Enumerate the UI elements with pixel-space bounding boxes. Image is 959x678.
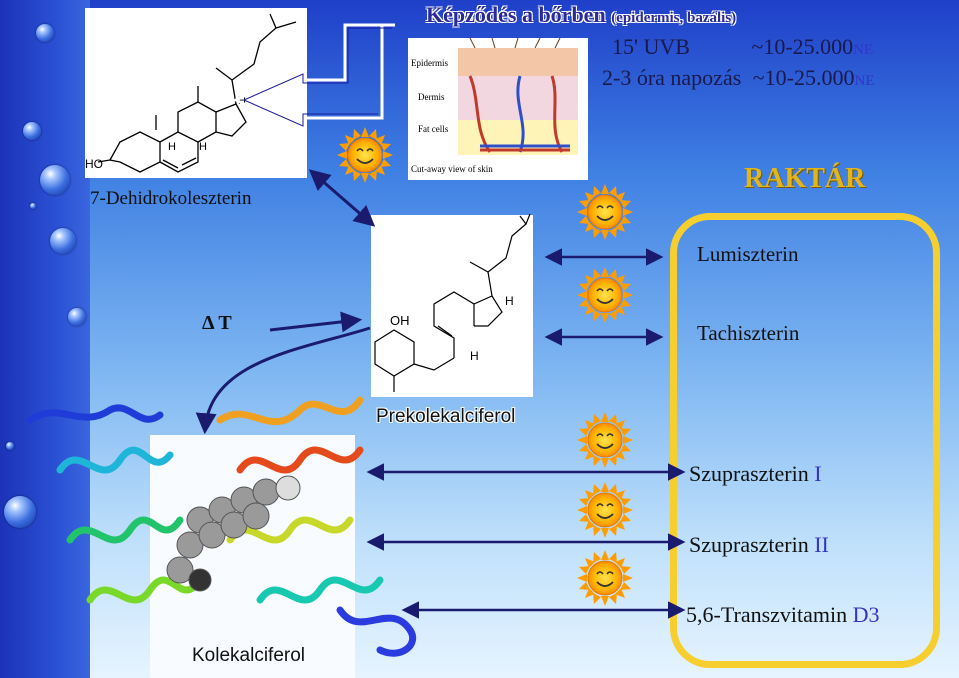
- structure-7dhc: [97, 13, 297, 173]
- product-tachi: Tachiszterin: [697, 321, 800, 345]
- label-kolekalciferol: Kolekalciferol: [192, 645, 305, 666]
- h-pre-1: H: [470, 349, 479, 363]
- panel-pre: [371, 215, 533, 397]
- label-delta-t: Δ T: [202, 312, 232, 334]
- skin-caption: Cut-away view of skin: [411, 164, 493, 174]
- structure-pre: [374, 213, 531, 392]
- label-7dhc: 7-Dehidrokoleszterin: [90, 188, 252, 209]
- arrow-delta-to-pre: [269, 311, 363, 333]
- skin-illustration: [458, 37, 578, 155]
- h-7dhc-3: H: [238, 95, 246, 107]
- sun-unit: NE: [854, 73, 875, 89]
- sun-icon-4: [576, 411, 634, 469]
- supra2-num: II: [814, 532, 829, 557]
- sun-label: 2-3 óra napozás: [602, 65, 742, 90]
- bubble-7: [4, 496, 36, 528]
- h-pre-2: H: [505, 294, 514, 308]
- sun-value: ~10-25.000: [752, 65, 855, 90]
- skin-label-dermis: Dermis: [418, 92, 445, 102]
- bubble-1: [36, 24, 54, 42]
- uvb-label: 15' UVB: [612, 34, 690, 59]
- oh-label: OH: [390, 313, 410, 328]
- product-supra1: Szupraszterin I: [689, 461, 822, 487]
- bubble-3: [40, 165, 70, 195]
- uvb-unit: NE: [853, 42, 874, 58]
- bubble-4: [30, 203, 36, 209]
- protein-ribbon: [26, 396, 417, 657]
- supra1-num: I: [814, 461, 822, 486]
- h-7dhc-2: H: [199, 141, 207, 153]
- sun-icon-3: [576, 266, 634, 324]
- bubble-6: [68, 308, 86, 326]
- trans-d3: D3: [852, 602, 880, 627]
- uvb-value: ~10-25.000: [751, 34, 854, 59]
- ligand-spacefill: [166, 475, 301, 592]
- left-band: [0, 0, 90, 678]
- supra2-name: Szupraszterin: [689, 532, 809, 557]
- sun-icon-2: [576, 183, 634, 241]
- bubble-8: [6, 442, 14, 450]
- bubble-5: [50, 228, 76, 254]
- product-trans: 5,6-Transzvitamin D3: [686, 602, 880, 628]
- big-arrow-skin-to-7dhc: [232, 23, 395, 135]
- sun-line: 2-3 óra napozás ~10-25.000NE: [602, 65, 875, 91]
- label-pre: Prekolekalciferol: [376, 406, 516, 427]
- title-sub: (epidermis, bazális): [611, 10, 737, 26]
- supra1-name: Szupraszterin: [689, 461, 809, 486]
- trans-name: 5,6-Transzvitamin: [686, 602, 848, 627]
- title-main: Képződés a bőrben: [426, 2, 606, 27]
- product-lumi: Lumiszterin: [697, 242, 799, 266]
- skin-label-epidermis: Epidermis: [411, 58, 448, 68]
- h-7dhc-1: H: [168, 141, 176, 153]
- bubble-2: [23, 122, 41, 140]
- sun-icon-6: [576, 549, 634, 607]
- sun-icon-1: [336, 126, 394, 184]
- product-supra2: Szupraszterin II: [689, 532, 829, 558]
- raktar-box: [670, 213, 940, 668]
- arrow-7dhc-pre: [308, 169, 376, 227]
- uvb-line: 15' UVB ~10-25.000NE: [612, 34, 873, 60]
- ho-label: HO: [85, 157, 103, 171]
- arrow-pre-to-kole: [195, 326, 371, 435]
- sun-icon-5: [576, 481, 634, 539]
- skin-label-fat: Fat cells: [418, 124, 449, 134]
- title: Képződés a bőrben (epidermis, bazális): [426, 2, 736, 28]
- label-raktar: RAKTÁR: [744, 163, 866, 194]
- panel-7dhc: [85, 8, 307, 178]
